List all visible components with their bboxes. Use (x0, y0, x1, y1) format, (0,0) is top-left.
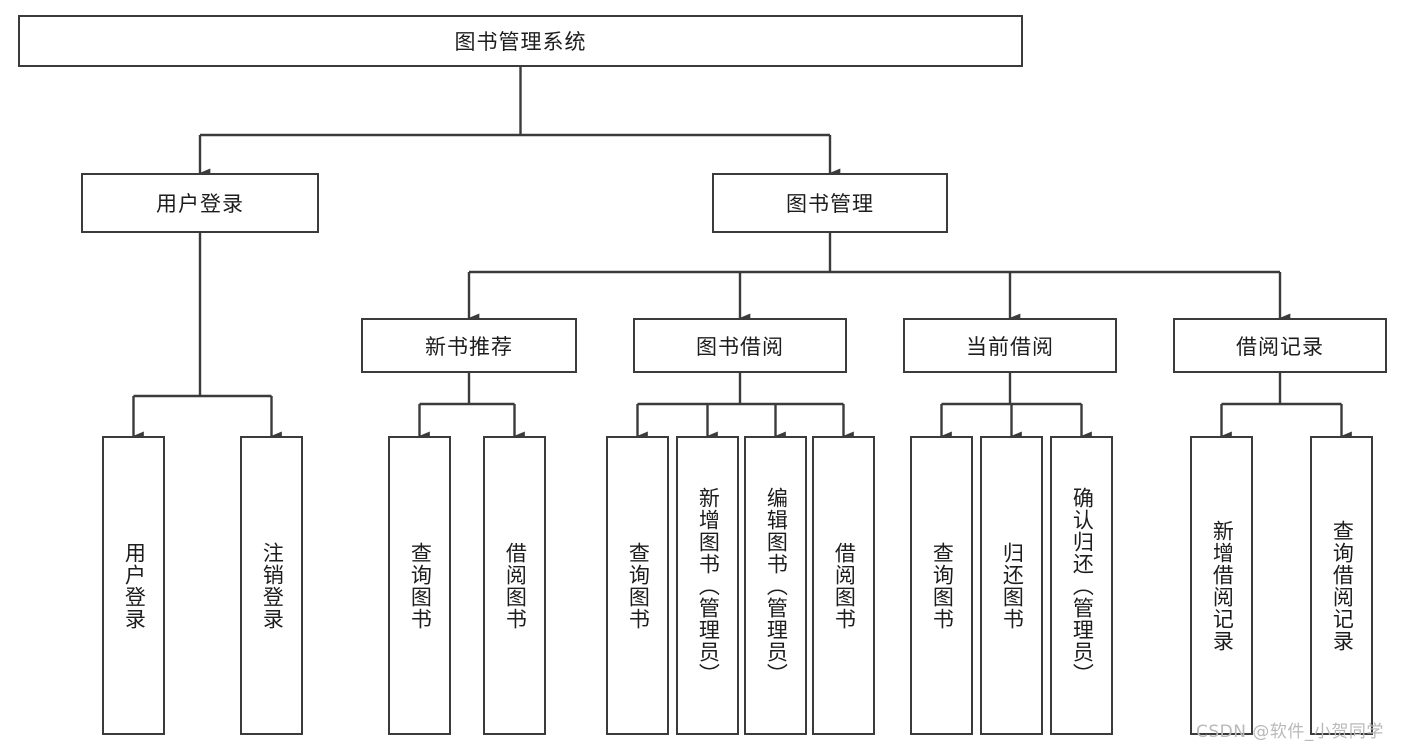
node-label: 查询图书 (626, 541, 651, 630)
node-label: 用户登录 (156, 192, 244, 216)
node-label: 借阅图书 (832, 541, 857, 630)
node-leaf-leaf-borrow-book[interactable]: 借阅图书 (812, 436, 875, 735)
node-label: 新增借阅记录 (1210, 519, 1235, 652)
node-label: 查询图书 (408, 541, 433, 630)
node-level3-current-borrow[interactable]: 当前借阅 (903, 318, 1117, 373)
node-label: 图书管理 (786, 192, 874, 216)
node-level3-new-book-rec[interactable]: 新书推荐 (361, 318, 577, 373)
node-label: 查询借阅记录 (1330, 519, 1355, 652)
node-level3-book-borrow[interactable]: 图书借阅 (633, 318, 847, 373)
node-level2-user-login[interactable]: 用户登录 (81, 173, 319, 233)
node-label: 图书借阅 (696, 334, 784, 359)
node-leaf-leaf-query-record[interactable]: 查询借阅记录 (1310, 436, 1373, 735)
node-leaf-leaf-user-login[interactable]: 用户登录 (102, 436, 165, 735)
node-root-root[interactable]: 图书管理系统 (18, 15, 1023, 67)
node-leaf-leaf-query-book-rec[interactable]: 查询图书 (388, 436, 451, 735)
node-leaf-leaf-add-record[interactable]: 新增借阅记录 (1190, 436, 1253, 735)
node-leaf-leaf-logout[interactable]: 注销登录 (240, 436, 303, 735)
node-level2-book-manage[interactable]: 图书管理 (712, 173, 948, 233)
node-leaf-leaf-add-book[interactable]: 新增图书（管理员） (676, 436, 739, 735)
node-leaf-leaf-edit-book[interactable]: 编辑图书（管理员） (744, 436, 807, 735)
node-label: 编辑图书（管理员） (764, 486, 789, 685)
node-label: 确认归还（管理员） (1070, 486, 1095, 685)
node-label: 当前借阅 (966, 334, 1054, 359)
watermark-label: CSDN @软件_小贺同学 (1196, 722, 1384, 742)
node-label: 新增图书（管理员） (696, 486, 721, 685)
node-leaf-leaf-borrow-book-rec[interactable]: 借阅图书 (483, 436, 546, 735)
node-level3-borrow-record[interactable]: 借阅记录 (1173, 318, 1387, 373)
node-label: 借阅图书 (503, 541, 528, 630)
node-leaf-leaf-query-book[interactable]: 查询图书 (606, 436, 669, 735)
node-label: 归还图书 (1000, 541, 1025, 630)
node-leaf-leaf-query-book-cur[interactable]: 查询图书 (910, 436, 973, 735)
node-label: 注销登录 (260, 541, 285, 630)
node-label: 用户登录 (122, 541, 147, 630)
node-leaf-leaf-confirm-return[interactable]: 确认归还（管理员） (1050, 436, 1113, 735)
node-leaf-leaf-return-book[interactable]: 归还图书 (980, 436, 1043, 735)
node-label: 查询图书 (930, 541, 955, 630)
node-label: 新书推荐 (425, 334, 513, 359)
node-label: 图书管理系统 (454, 30, 587, 54)
node-label: 借阅记录 (1236, 334, 1324, 359)
